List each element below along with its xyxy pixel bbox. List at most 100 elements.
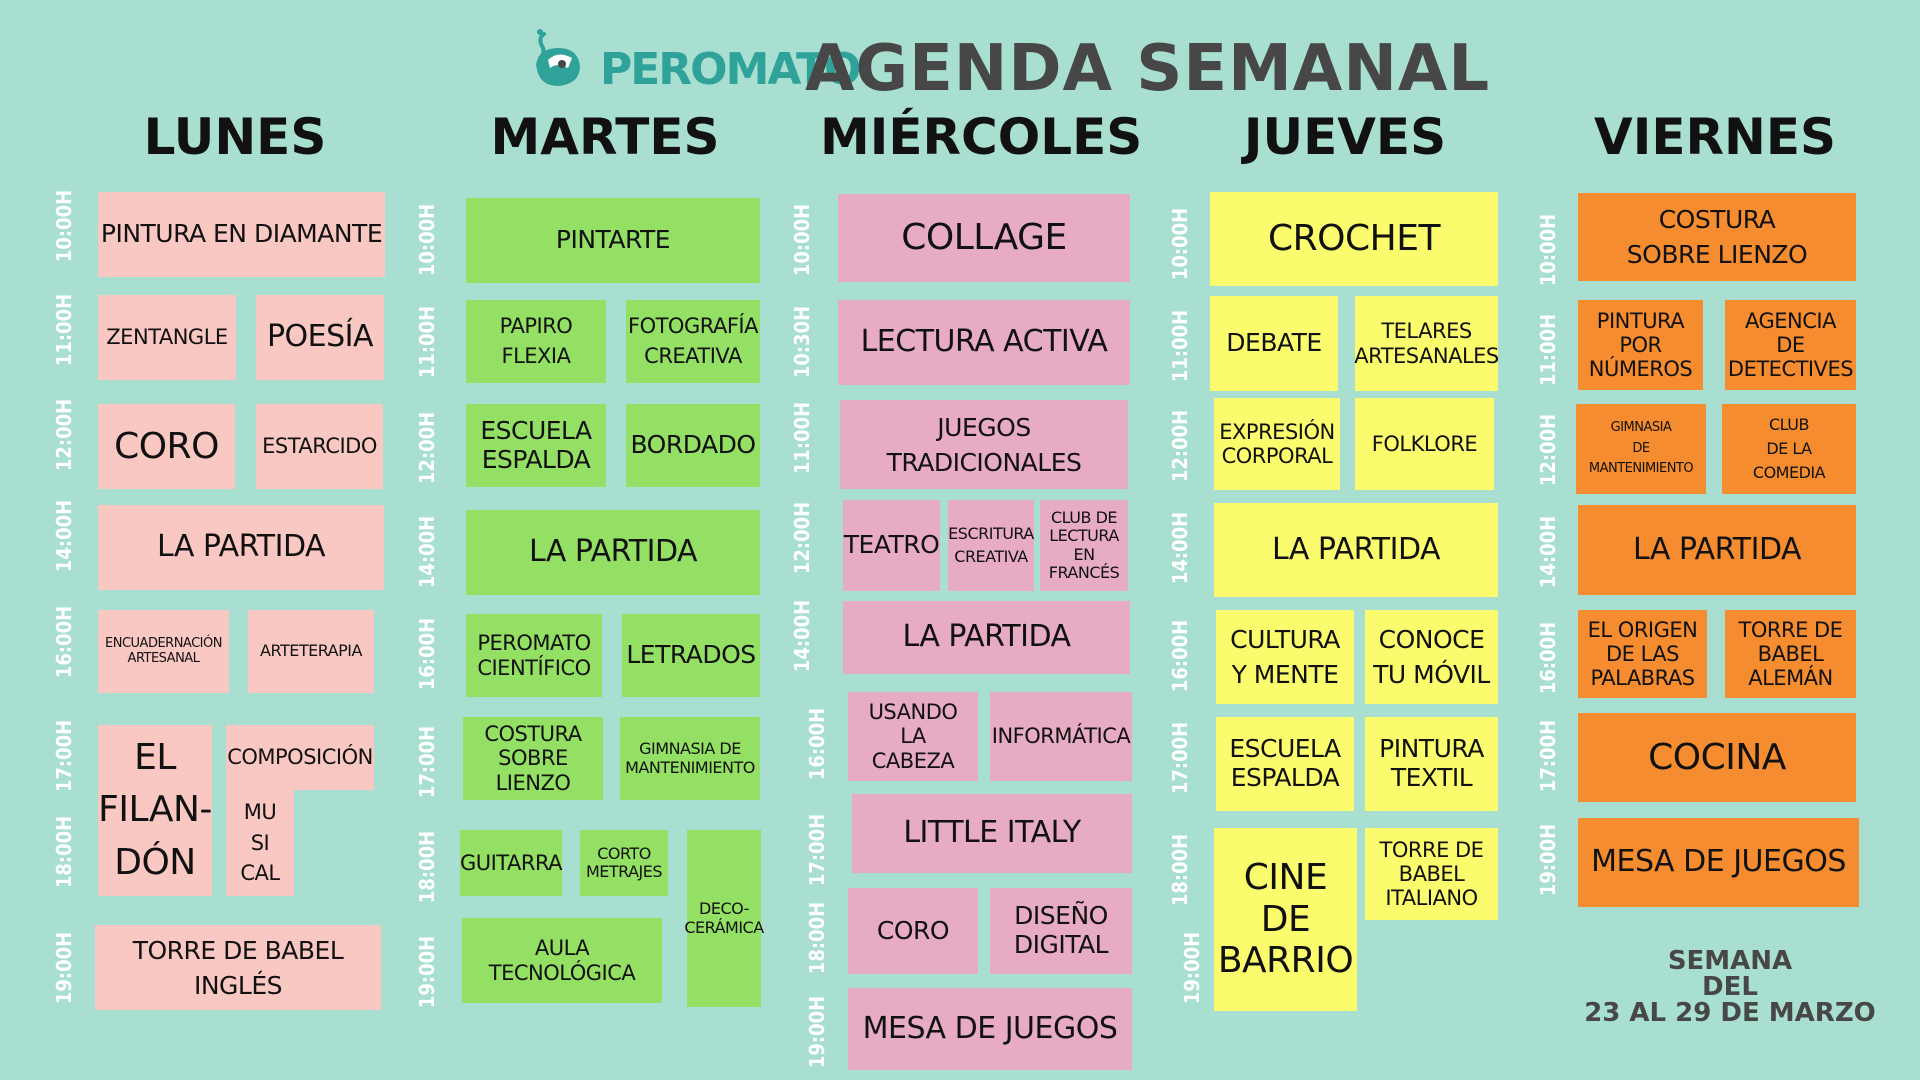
time-label: 17:00H (52, 719, 76, 793)
time-label: 17:00H (1536, 719, 1560, 793)
activity-cultura-mente: CULTURA Y MENTE (1216, 610, 1354, 704)
activity-mesa-juegos: MESA DE JUEGOS (848, 988, 1132, 1070)
activity-peromato-cientifico: PEROMATO CIENTÍFICO (466, 614, 602, 697)
time-label: 10:00H (1168, 207, 1192, 281)
time-label: 12:00H (790, 501, 814, 575)
activity-letrados: LETRADOS (622, 614, 760, 697)
activity-estarcido: ESTARCIDO (256, 404, 383, 489)
day-title-miercoles: MIÉRCOLES (820, 108, 1143, 166)
time-label: 12:00H (415, 411, 439, 485)
time-label: 14:00H (52, 499, 76, 573)
activity-la-partida: LA PARTIDA (466, 510, 760, 595)
time-label: 11:00H (415, 305, 439, 379)
activity-agencia-detectives: AGENCIA DE DETECTIVES (1725, 300, 1856, 390)
activity-pintura-diamante: PINTURA EN DIAMANTE (98, 192, 385, 277)
activity-escuela-espalda: ESCUELA ESPALDA (1216, 717, 1354, 811)
time-label: 10:00H (1536, 213, 1560, 287)
time-label: 10:30H (790, 305, 814, 379)
activity-gimnasia: GIMNASIA DE MANTENIMIENTO (1576, 404, 1706, 494)
activity-composicion: COMPOSICIÓN (226, 725, 374, 790)
time-label: 18:00H (805, 901, 829, 975)
activity-club-comedia: CLUB DE LA COMEDIA (1722, 404, 1856, 494)
activity-club-lectura-frances: CLUB DE LECTURA EN FRANCÉS (1040, 500, 1128, 591)
time-label: 19:00H (1536, 823, 1560, 897)
activity-cortometrajes: CORTO METRAJES (580, 830, 668, 896)
activity-cocina: COCINA (1578, 713, 1856, 802)
activity-escuela-espalda: ESCUELA ESPALDA (466, 404, 606, 487)
time-label: 16:00H (1536, 621, 1560, 695)
activity-collage: COLLAGE (838, 194, 1130, 282)
time-label: 18:00H (1168, 833, 1192, 907)
activity-informatica: INFORMÁTICA (990, 692, 1132, 781)
activity-la-partida: LA PARTIDA (98, 505, 384, 590)
time-label: 11:00H (790, 401, 814, 475)
activity-fotografia: FOTOGRAFÍA CREATIVA (626, 300, 760, 383)
activity-musical: MU SI CAL (226, 790, 294, 896)
time-label: 17:00H (1168, 721, 1192, 795)
activity-torre-aleman: TORRE DE BABEL ALEMÁN (1725, 610, 1856, 698)
activity-aula-tecnologica: AULA TECNOLÓGICA (462, 918, 662, 1003)
time-label: 18:00H (52, 815, 76, 889)
time-label: 16:00H (805, 707, 829, 781)
activity-escritura-creativa: ESCRITURA CREATIVA (948, 500, 1034, 591)
activity-conoce-movil: CONOCE TU MÓVIL (1365, 610, 1498, 704)
time-label: 16:00H (415, 617, 439, 691)
activity-filandon: EL FILAN- DÓN (98, 725, 212, 896)
day-title-viernes: VIERNES (1594, 108, 1836, 166)
time-label: 19:00H (415, 935, 439, 1009)
activity-poesia: POESÍA (256, 295, 384, 380)
activity-teatro: TEATRO (843, 500, 940, 591)
activity-cine-barrio: CINE DE BARRIO (1214, 828, 1357, 1011)
day-title-lunes: LUNES (143, 108, 327, 166)
time-label: 17:00H (415, 725, 439, 799)
time-label: 16:00H (1168, 619, 1192, 693)
header: PEROMATO AGENDA SEMANAL (0, 18, 1920, 108)
week-range: SEMANA DEL 23 AL 29 DE MARZO (1570, 948, 1890, 1026)
activity-telares: TELARES ARTESANALES (1354, 296, 1499, 391)
peromato-logo: PEROMATO (522, 24, 861, 104)
activity-la-partida: LA PARTIDA (843, 601, 1130, 674)
time-label: 16:00H (52, 605, 76, 679)
activity-expresion-corporal: EXPRESIÓN CORPORAL (1214, 398, 1340, 490)
week-line-1: SEMANA (1667, 946, 1793, 976)
week-line-2: DEL (1702, 972, 1758, 1002)
activity-encuadernacion: ENCUADERNACIÓN ARTESANAL (98, 610, 229, 693)
day-title-jueves: JUEVES (1243, 108, 1447, 166)
time-label: 19:00H (805, 995, 829, 1069)
activity-diseno-digital: DISEÑO DIGITAL (990, 888, 1132, 974)
activity-torre-italiano: TORRE DE BABEL ITALIANO (1365, 828, 1498, 920)
logo-text: PEROMATO (600, 44, 861, 95)
activity-coro: CORO (848, 888, 978, 974)
activity-decoceramica: DECO- CERÁMICA (684, 830, 764, 1007)
time-label: 19:00H (1180, 931, 1204, 1005)
activity-juegos-tradicionales: JUEGOS TRADICIONALES (840, 400, 1128, 489)
page-title: AGENDA SEMANAL (805, 32, 1491, 106)
time-label: 11:00H (1168, 309, 1192, 383)
time-label: 10:00H (790, 203, 814, 277)
day-title-martes: MARTES (490, 108, 720, 166)
activity-pintura-numeros: PINTURA POR NÚMEROS (1578, 300, 1703, 390)
time-label: 11:00H (1536, 313, 1560, 387)
time-label: 11:00H (52, 293, 76, 367)
activity-lectura-activa: LECTURA ACTIVA (838, 300, 1130, 385)
activity-crochet: CROCHET (1210, 192, 1498, 286)
activity-pintura-textil: PINTURA TEXTIL (1365, 717, 1498, 811)
time-label: 19:00H (52, 931, 76, 1005)
activity-arteterapia: ARTETERAPIA (248, 610, 374, 693)
time-label: 10:00H (415, 203, 439, 277)
activity-debate: DEBATE (1210, 296, 1338, 391)
activity-coro: CORO (98, 404, 235, 489)
activity-la-partida: LA PARTIDA (1214, 503, 1498, 597)
week-line-3: 23 AL 29 DE MARZO (1584, 998, 1876, 1028)
mascot-logo-icon (536, 29, 580, 86)
time-label: 12:00H (1168, 409, 1192, 483)
activity-pintarte: PINTARTE (466, 198, 760, 283)
activity-guitarra: GUITARRA (460, 830, 563, 896)
time-label: 14:00H (1536, 515, 1560, 589)
activity-costura-lienzo: COSTURA SOBRE LIENZO (1578, 193, 1856, 281)
time-label: 14:00H (415, 515, 439, 589)
activity-folklore: FOLKLORE (1355, 398, 1494, 490)
activity-origen-palabras: EL ORIGEN DE LAS PALABRAS (1578, 610, 1707, 698)
activity-zentangle: ZENTANGLE (98, 295, 236, 380)
activity-costura-lienzo: COSTURA SOBRE LIENZO (463, 717, 603, 800)
